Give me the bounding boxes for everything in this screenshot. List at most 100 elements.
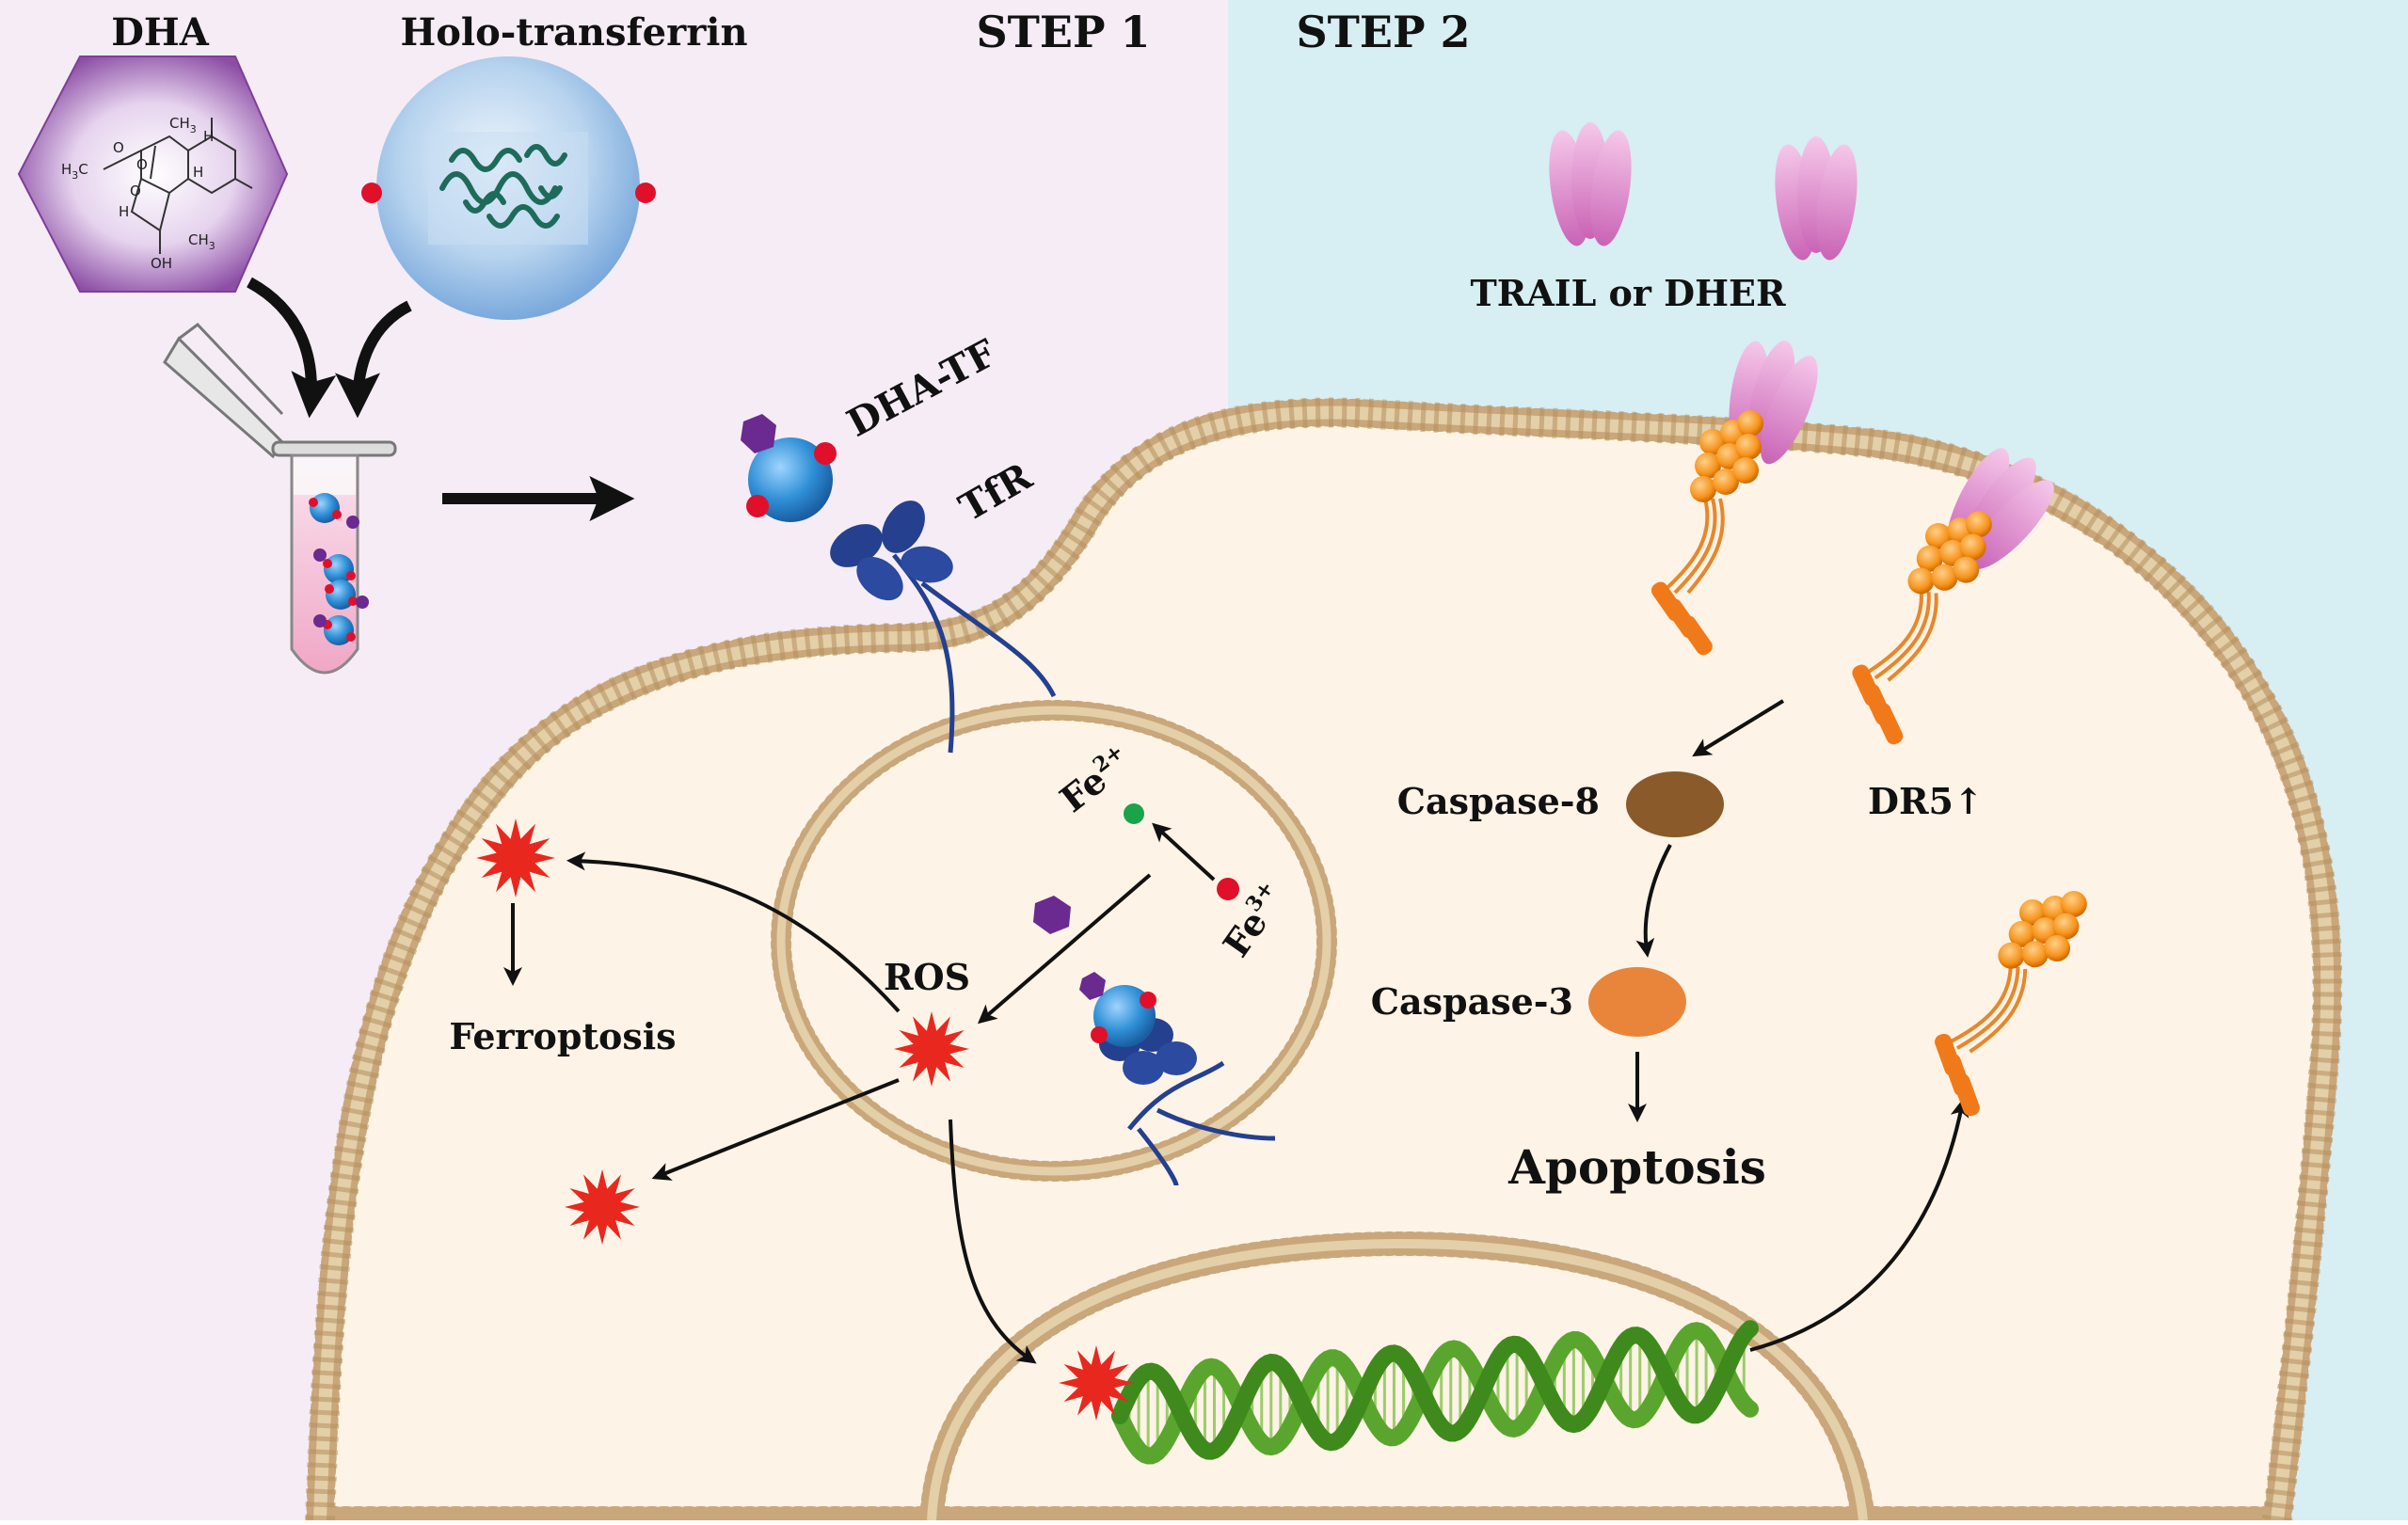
receptor-bead	[1690, 476, 1716, 502]
arrow-ros-to-cytoplasm-ros	[651, 1078, 900, 1181]
caspase8-blob	[1626, 771, 1724, 837]
arrow-ros-to-membrane-ros	[566, 851, 901, 1013]
receptor-bead	[2008, 920, 2035, 947]
receptor-tm-block	[1953, 1073, 1980, 1117]
chem-oh: OH	[151, 255, 172, 272]
receptor-bead	[2021, 941, 2049, 968]
step2-title: STEP 2	[1296, 7, 1470, 57]
dna-strand-a	[1111, 1322, 1759, 1465]
arrow-nucleus-to-dr5	[1749, 1098, 1969, 1352]
trail-petal	[1590, 130, 1632, 246]
tube-dha-dot	[313, 548, 327, 562]
trail-petal	[1816, 144, 1858, 261]
dna-strand-b	[1111, 1320, 1759, 1460]
chem-ch3-top-sub: 3	[190, 123, 197, 135]
chem-h3: H	[119, 203, 129, 220]
svg-text:H3C: H3C	[61, 161, 88, 182]
trail-petal	[1969, 480, 2054, 569]
receptor-bead	[1965, 511, 1992, 538]
tube-iron-dot	[332, 510, 342, 519]
iron-dot-right	[635, 183, 656, 203]
nucleus	[919, 1231, 1875, 1525]
ferroptosis-label: Ferroptosis	[449, 1015, 676, 1057]
iron-dot-left	[361, 183, 382, 203]
dr5-receptor-new	[1935, 891, 2087, 1117]
receptor-stalk	[1887, 593, 1938, 682]
receptor-tm-block	[1679, 615, 1713, 656]
receptor-bead	[2052, 913, 2080, 940]
tube-dha-dot	[356, 596, 369, 609]
tube-iron-dot	[346, 571, 356, 580]
step1-title: STEP 1	[976, 7, 1150, 57]
arrow-ros-to-nucleus	[949, 1119, 1037, 1364]
receptor-stalk	[1686, 498, 1725, 595]
holo-transferrin	[361, 56, 656, 320]
svg-text:CH3: CH3	[188, 231, 215, 252]
chem-o3: O	[130, 183, 141, 199]
ros-burst-membrane	[476, 818, 555, 898]
receptor-bead	[1953, 556, 1980, 583]
receptor-stalk	[1874, 591, 1931, 680]
holo-transferrin-label: Holo-transferrin	[400, 10, 747, 55]
tube-iron-dot	[323, 559, 332, 568]
receptor-bead	[1907, 567, 1935, 595]
tube-iron-dot	[346, 632, 356, 642]
receptor-tm-block	[1874, 703, 1904, 745]
dha-label: DHA	[111, 10, 209, 55]
endosome-tf-complex	[1079, 972, 1276, 1186]
protein-structure-icon	[439, 144, 567, 229]
dr5-receptors	[1651, 410, 2087, 1117]
tube-iron-dot	[325, 584, 334, 594]
chem-h3c-sub: 3	[72, 169, 78, 182]
receptor-bead	[1998, 942, 2025, 969]
tube-contents	[309, 493, 369, 645]
trail-ligand-1	[1549, 122, 1632, 246]
arrow-dha-to-tube	[247, 277, 337, 419]
fe3-dot	[1217, 878, 1239, 900]
dha-structure-icon	[103, 118, 253, 254]
dr5-label: DR5↑	[1868, 780, 1984, 822]
receptor-bead	[2060, 891, 2087, 918]
dr5-text: DR5	[1868, 780, 1954, 822]
dha-tf-complex	[741, 414, 837, 522]
trail-petal	[1760, 356, 1818, 465]
receptor-bead	[1732, 457, 1759, 484]
ros-burst-nucleus	[1059, 1345, 1134, 1421]
chem-o1: O	[113, 139, 124, 156]
chem-h1: H	[203, 128, 214, 145]
chem-ch3-right: CH	[188, 231, 209, 248]
fe2-dot	[1124, 803, 1144, 824]
chem-ch3-top: CH	[169, 115, 190, 132]
apoptosis-label: Apoptosis	[1507, 1139, 1766, 1195]
receptor-bead	[1916, 545, 1943, 572]
caspase8-label: Caspase-8	[1397, 780, 1600, 822]
arrow-tf-to-tube	[335, 300, 412, 419]
dr5-up-arrow: ↑	[1954, 780, 1984, 822]
dha-molecule: CH3 H3C O O O H H H CH3 OH	[17, 56, 289, 293]
arrow-fe3-to-fe2	[1152, 822, 1216, 882]
arrow-receptor-to-caspase8	[1692, 699, 1785, 757]
receptor-stalk	[1955, 966, 2020, 1050]
chem-o2: O	[136, 156, 148, 173]
svg-text:CH3: CH3	[169, 115, 197, 135]
receptor-bead	[2044, 935, 2071, 962]
receptor-stalk	[1969, 968, 2028, 1054]
endosome	[771, 700, 1337, 1182]
tube-dha-dot	[346, 516, 359, 529]
chem-h3c: H	[61, 161, 72, 178]
caspase3-label: Caspase-3	[1371, 980, 1573, 1023]
dna-helix	[1111, 1320, 1759, 1465]
ros-label: ROS	[884, 956, 970, 998]
receptor-bead	[1735, 434, 1762, 460]
tube-iron-dot	[348, 596, 358, 606]
chem-h3c-c: C	[78, 161, 88, 178]
receptor-stalk	[1673, 498, 1717, 595]
chem-ch3-right-sub: 3	[209, 240, 215, 252]
receptor-bead	[1713, 469, 1739, 495]
tfr-receptor	[830, 500, 1057, 754]
tube-iron-dot	[309, 498, 318, 507]
dr5-receptor-2	[1852, 511, 1992, 745]
receptor-bead	[1959, 533, 1986, 561]
